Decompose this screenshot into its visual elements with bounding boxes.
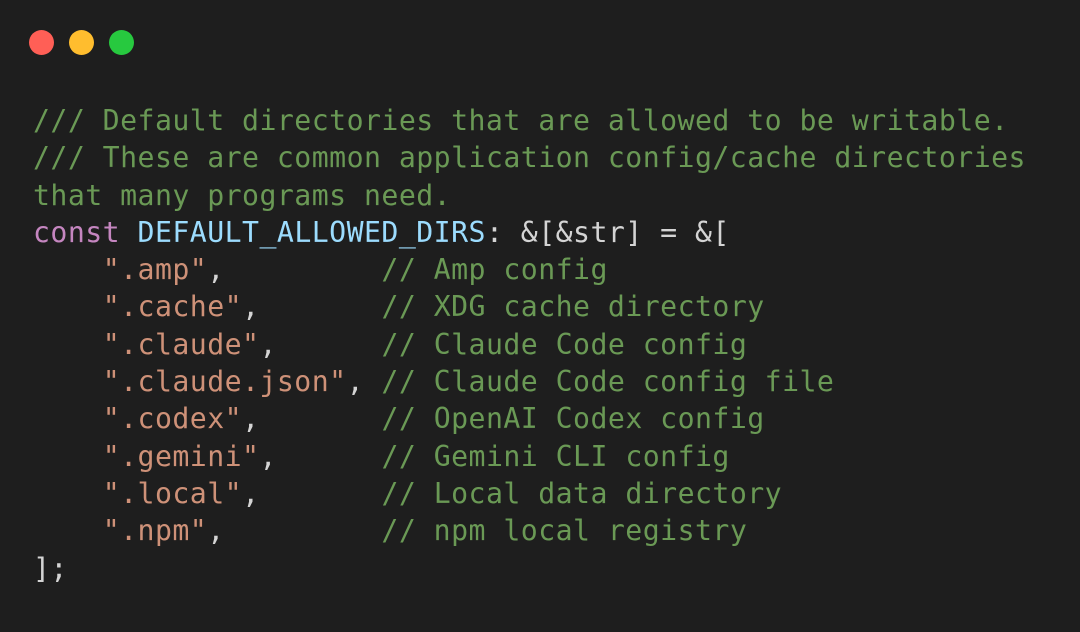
string-literal: ".gemini"	[102, 439, 260, 473]
string-literal: ".npm"	[102, 514, 208, 548]
separator: ,	[207, 253, 382, 287]
string-literal: ".cache"	[102, 290, 243, 324]
separator: ,	[242, 476, 382, 510]
line-comment: // Claude Code config file	[381, 365, 835, 399]
minimize-button[interactable]	[69, 30, 94, 55]
const-keyword: const	[33, 215, 121, 249]
indent	[33, 328, 103, 361]
code-space	[120, 216, 137, 249]
separator: ,	[242, 290, 382, 324]
string-literal: ".codex"	[102, 402, 243, 436]
array-entry-line: ".npm", // npm local registry	[33, 512, 1026, 549]
line-comment: // Local data directory	[381, 476, 783, 510]
closing-bracket: ];	[33, 551, 68, 585]
line-comment: // OpenAI Codex config	[381, 402, 765, 436]
code-line: that many programs need.	[33, 177, 1026, 214]
indent	[33, 514, 103, 547]
array-entry-line: ".cache", // XDG cache directory	[33, 288, 1026, 325]
constant-name: DEFAULT_ALLOWED_DIRS	[137, 215, 486, 249]
code-line: /// Default directories that are allowed…	[33, 102, 1026, 139]
doc-comment: /// Default directories that are allowed…	[33, 104, 1009, 137]
string-literal: ".claude.json"	[102, 365, 347, 399]
code-block: /// Default directories that are allowed…	[33, 102, 1026, 587]
string-literal: ".amp"	[102, 253, 208, 287]
array-entry-line: ".gemini", // Gemini CLI config	[33, 438, 1026, 475]
line-comment: // Amp config	[381, 253, 608, 287]
window-controls	[29, 30, 134, 55]
line-comment: // Claude Code config	[381, 327, 748, 361]
maximize-button[interactable]	[109, 30, 134, 55]
separator: ,	[242, 402, 382, 436]
code-line: ];	[33, 550, 1026, 587]
array-entry-line: ".local", // Local data directory	[33, 475, 1026, 512]
indent	[33, 440, 103, 473]
doc-comment: that many programs need.	[33, 178, 452, 212]
indent	[33, 365, 103, 398]
separator: ,	[207, 514, 382, 548]
line-comment: // npm local registry	[381, 514, 748, 548]
separator: ,	[259, 327, 382, 361]
separator: ,	[346, 365, 382, 399]
doc-comment: /// These are common application config/…	[33, 141, 1026, 175]
separator: ,	[259, 439, 382, 473]
array-entry-line: ".amp", // Amp config	[33, 251, 1026, 288]
array-entry-line: ".codex", // OpenAI Codex config	[33, 400, 1026, 437]
type-annotation: : &[&str] = &[	[485, 215, 730, 249]
array-entry-line: ".claude.json", // Claude Code config fi…	[33, 363, 1026, 400]
line-comment: // XDG cache directory	[381, 290, 765, 324]
string-literal: ".local"	[102, 476, 243, 510]
line-comment: // Gemini CLI config	[381, 439, 730, 473]
code-line: /// These are common application config/…	[33, 139, 1026, 176]
indent	[33, 477, 103, 510]
indent	[33, 290, 103, 323]
string-literal: ".claude"	[102, 327, 260, 361]
indent	[33, 253, 103, 286]
close-button[interactable]	[29, 30, 54, 55]
indent	[33, 402, 103, 435]
code-line: const DEFAULT_ALLOWED_DIRS: &[&str] = &[	[33, 214, 1026, 251]
array-entry-line: ".claude", // Claude Code config	[33, 326, 1026, 363]
